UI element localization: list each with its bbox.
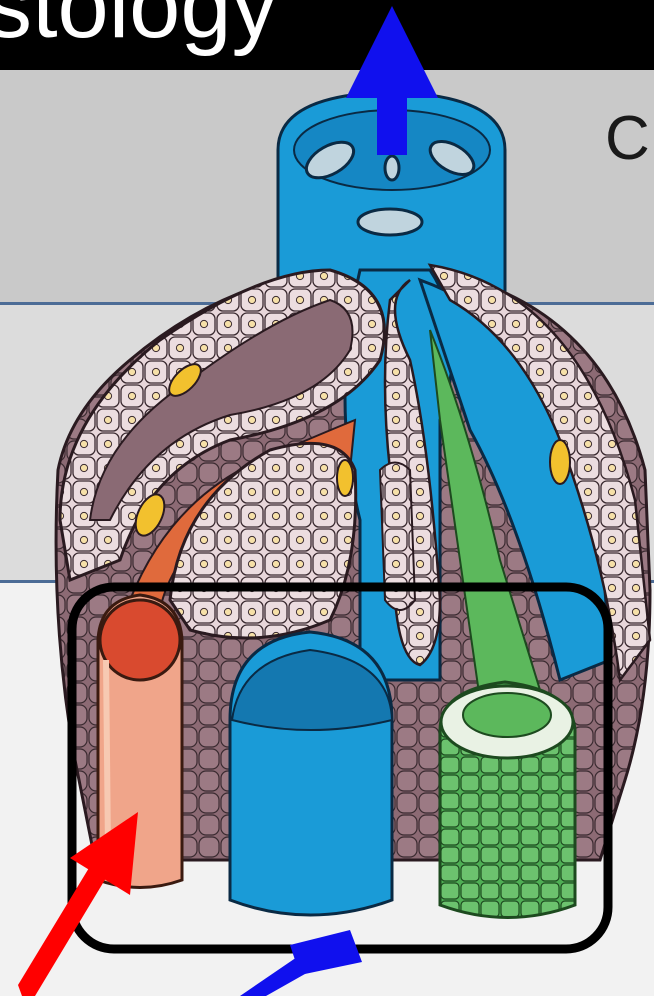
red-arrow-icon xyxy=(18,812,138,996)
duct-hole xyxy=(358,209,422,235)
myoepithelial-cell xyxy=(550,440,570,484)
artery-lumen xyxy=(100,600,180,680)
myoepithelial-cell xyxy=(337,460,353,496)
blue-arrow-icon xyxy=(240,930,362,996)
duct-hole xyxy=(385,156,399,180)
